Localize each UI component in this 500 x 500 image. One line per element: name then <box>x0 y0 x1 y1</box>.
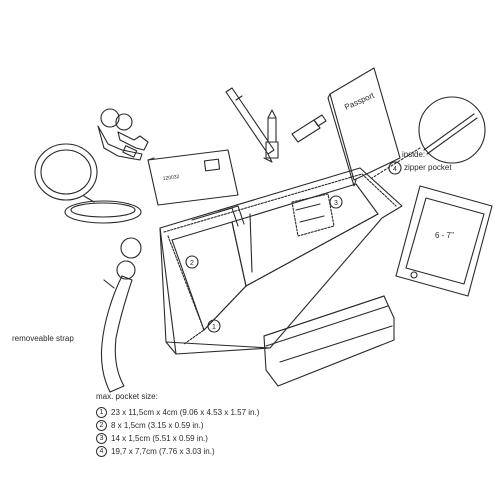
lipstick-icon <box>265 109 279 159</box>
callout-1-circle <box>207 319 221 333</box>
keys-icon <box>97 108 149 161</box>
credit-card-icon <box>147 149 239 206</box>
legend-number: 4 <box>96 446 107 457</box>
pocket-size-legend: max. pocket size: 1 23 x 11,5cm x 4cm (9… <box>96 392 259 458</box>
usb-stick-icon <box>291 114 327 143</box>
legend-number: 3 <box>96 433 107 444</box>
wallet-body <box>116 167 403 355</box>
legend-row: 1 23 x 11,5cm x 4cm (9.06 x 4.53 x 1.57 … <box>96 406 259 419</box>
callout-4-circle <box>388 161 402 175</box>
legend-text: 19,7 x 7,7cm (7.76 x 3.03 in.) <box>111 447 215 456</box>
legend-row: 2 8 x 1,5cm (3.15 x 0.59 in.) <box>96 419 259 432</box>
callout-2-text: 2 <box>190 260 194 267</box>
passport-icon <box>327 67 401 187</box>
phone-size-text: 6 - 7’’ <box>435 231 455 240</box>
inside-label: inside: <box>402 150 426 159</box>
zipper-detail-icon <box>371 96 486 179</box>
callout-2-circle <box>185 255 199 269</box>
legend-number: 2 <box>96 420 107 431</box>
removeable-strap-label: removeable strap <box>12 334 74 343</box>
compact-mirror-icon <box>34 143 142 224</box>
card-number-text: 120032 <box>163 174 181 182</box>
legend-number: 1 <box>96 407 107 418</box>
phone-icon <box>395 185 493 297</box>
strap <box>100 275 133 393</box>
legend-text: 8 x 1,5cm (3.15 x 0.59 in.) <box>111 421 204 430</box>
zipper-pocket-label: zipper pocket <box>404 163 452 172</box>
legend-row: 4 19,7 x 7,7cm (7.76 x 3.03 in.) <box>96 445 259 458</box>
glasses-case-icon <box>263 295 395 387</box>
legend-row: 3 14 x 1,5cm (5.51 x 0.59 in.) <box>96 432 259 445</box>
legend-title: max. pocket size: <box>96 392 158 401</box>
callout-1-text: 1 <box>212 324 216 331</box>
callout-3-circle <box>329 195 343 209</box>
legend-text: 23 x 11,5cm x 4cm (9.06 x 4.53 x 1.57 in… <box>111 408 260 417</box>
passport-text: Passport <box>343 90 376 111</box>
callout-3-text: 3 <box>334 200 338 207</box>
callout-4-text: 4 <box>393 166 397 173</box>
legend-text: 14 x 1,5cm (5.51 x 0.59 in.) <box>111 434 208 443</box>
pen-icon <box>225 87 275 163</box>
